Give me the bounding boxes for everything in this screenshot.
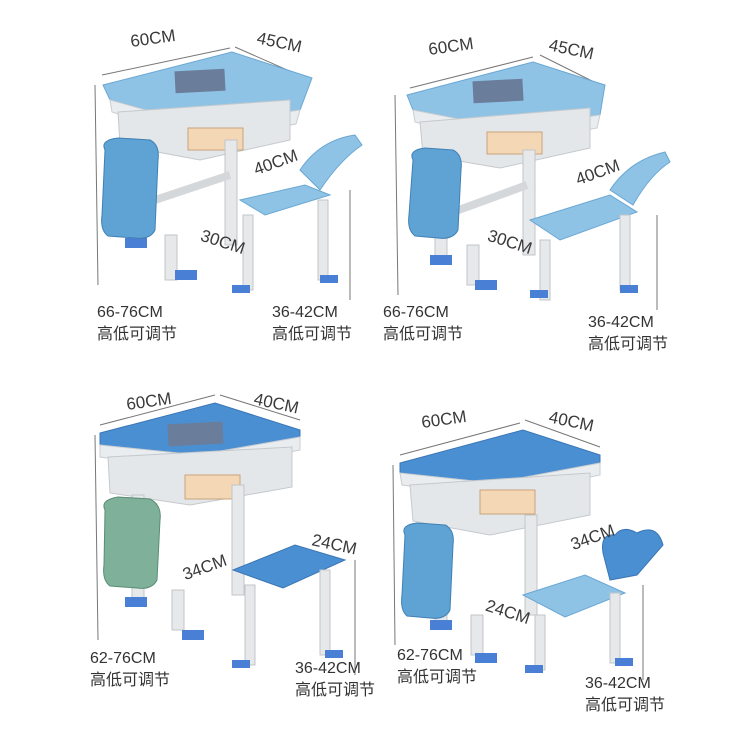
desk-height-caption: 62-76CM 高低可调节 <box>90 648 170 692</box>
desk-height-value: 66-76CM <box>383 304 449 321</box>
chair-adjustable-note: 高低可调节 <box>585 697 666 714</box>
product-panel-2: 60CM 45CM 40CM 30CM 66-76CM 高低可调节 36-42C… <box>375 0 750 375</box>
chair-height-value: 36-42CM <box>585 675 651 692</box>
desk-stool-illustration <box>94 394 356 675</box>
desk-height-caption: 62-76CM 高低可调节 <box>397 645 477 689</box>
chair-adjustable-note: 高低可调节 <box>295 682 376 699</box>
chair-height-caption: 36-42CM 高低可调节 <box>295 658 375 702</box>
desk-height-value: 62-76CM <box>90 650 156 667</box>
desk-adjustable-note: 高低可调节 <box>90 672 171 689</box>
chair-adjustable-note: 高低可调节 <box>272 326 353 343</box>
chair-height-caption: 36-42CM 高低可调节 <box>585 673 665 717</box>
chair-height-value: 36-42CM <box>272 304 338 321</box>
chair-height-caption: 36-42CM 高低可调节 <box>272 302 352 346</box>
desk-height-value: 62-76CM <box>397 647 463 664</box>
desk-height-value: 66-76CM <box>97 304 163 321</box>
chair-height-caption: 36-42CM 高低可调节 <box>588 312 668 356</box>
desk-adjustable-note: 高低可调节 <box>383 326 464 343</box>
chair-adjustable-note: 高低可调节 <box>588 336 669 353</box>
desk-chair-illustration <box>94 46 363 300</box>
desk-adjustable-note: 高低可调节 <box>97 326 178 343</box>
desk-chair-illustration <box>394 54 671 310</box>
desk-chair-illustration <box>392 419 664 680</box>
chair-height-value: 36-42CM <box>588 314 654 331</box>
product-panel-1: 60CM 45CM 40CM 30CM 66-76CM 高低可调节 36-42C… <box>0 0 375 375</box>
desk-height-caption: 66-76CM 高低可调节 <box>97 302 177 346</box>
desk-adjustable-note: 高低可调节 <box>397 669 478 686</box>
product-panel-4: 60CM 40CM 34CM 24CM 62-76CM 高低可调节 36-42C… <box>375 375 750 750</box>
desk-height-caption: 66-76CM 高低可调节 <box>383 302 463 346</box>
product-panel-3: 60CM 40CM 24CM 34CM 62-76CM 高低可调节 36-42C… <box>0 375 375 750</box>
chair-height-value: 36-42CM <box>295 660 361 677</box>
